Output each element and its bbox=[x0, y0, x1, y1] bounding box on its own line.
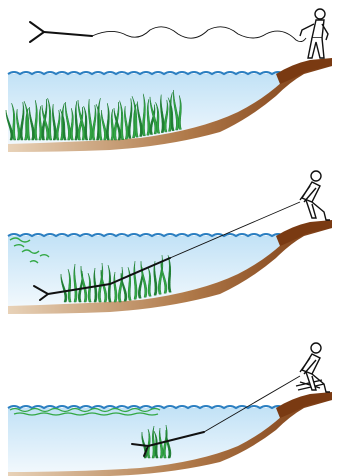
panel-3 bbox=[8, 343, 332, 476]
water-body bbox=[8, 408, 282, 472]
water-surface-waves bbox=[8, 72, 284, 74]
person-throwing bbox=[300, 9, 328, 58]
rope-slack bbox=[92, 27, 306, 42]
water-surface-waves bbox=[8, 406, 284, 408]
panel-1 bbox=[6, 9, 332, 152]
rake-thrown bbox=[30, 22, 92, 42]
person-pulling bbox=[300, 171, 330, 220]
bank-top-soil bbox=[276, 392, 332, 418]
panel-2 bbox=[8, 171, 332, 314]
water-surface-waves bbox=[8, 234, 284, 236]
bank-top-soil bbox=[276, 58, 332, 84]
bank-top-soil bbox=[276, 220, 332, 246]
